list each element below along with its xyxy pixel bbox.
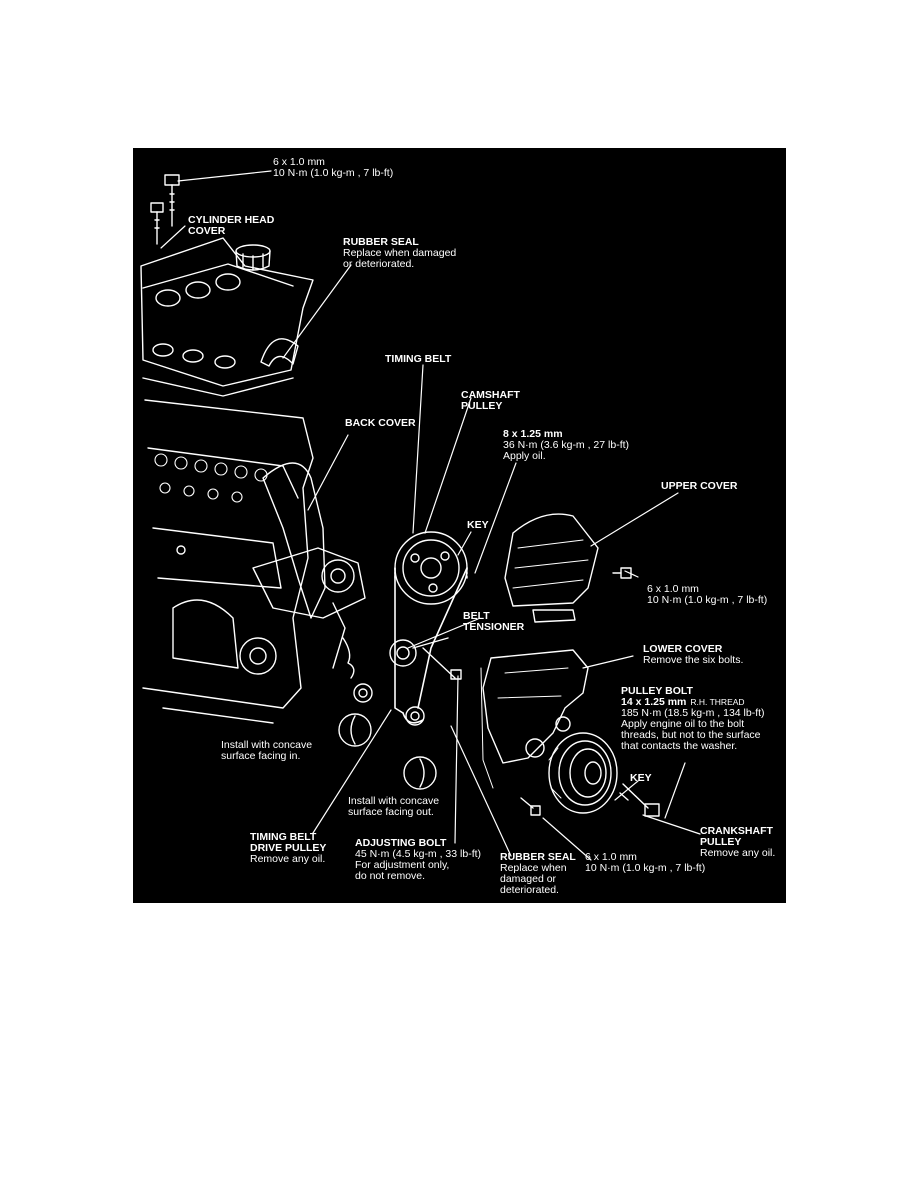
rubber-seal-top-label: RUBBER SEAL Replace when damaged or dete… bbox=[343, 236, 457, 270]
head-bolt-size: 6 x 1.0 mm bbox=[273, 156, 325, 168]
timing-belt bbox=[394, 567, 468, 724]
key-upper-label: KEY bbox=[467, 519, 489, 531]
crankshaft-pulley-label: CRANKSHAFT PULLEY Remove any oil. bbox=[700, 825, 776, 859]
pulley-bolt bbox=[619, 783, 660, 817]
washers bbox=[353, 683, 425, 726]
install-facing-in-note: Install with concave surface facing in. bbox=[221, 739, 313, 762]
key-lower-label: KEY bbox=[630, 772, 652, 784]
timing-belt-drive-pulley-label: TIMING BELT DRIVE PULLEY Remove any oil. bbox=[250, 831, 327, 865]
adjusting-bolt bbox=[422, 647, 462, 680]
adjusting-bolt-spec: ADJUSTING BOLT 45 N·m (4.5 kg-m , 33 lb-… bbox=[355, 837, 482, 882]
head-bolt-torque: 10 N·m (1.0 kg-m , 7 lb-ft) bbox=[273, 167, 394, 179]
camshaft-pulley-label: CAMSHAFT PULLEY bbox=[461, 389, 520, 412]
head-bolt-spec: 6 x 1.0 mm 10 N·m (1.0 kg-m , 7 lb-ft) bbox=[273, 157, 393, 179]
engine-illustration bbox=[140, 170, 701, 861]
belt-tensioner-label: BELT TENSIONER bbox=[463, 610, 525, 633]
back-cover-label: BACK COVER bbox=[345, 417, 416, 429]
head-cover-bolts bbox=[150, 174, 180, 245]
rubber-seal-bottom-label: RUBBER SEAL Replace when damaged or dete… bbox=[500, 851, 576, 896]
lower-cover-bolt bbox=[520, 797, 541, 816]
belt-tensioner bbox=[342, 637, 449, 679]
upper-cover-bolt-spec: 6 x 1.0 mm 10 N·m (1.0 kg-m , 7 lb-ft) bbox=[647, 583, 768, 606]
cam-bolt-spec: 8 x 1.25 mm 36 N·m (3.6 kg-m , 27 lb-ft)… bbox=[503, 428, 630, 462]
timing-belt-exploded-diagram: 6 x 1.0 mm 10 N·m (1.0 kg-m , 7 lb-ft) C… bbox=[133, 148, 786, 903]
crankshaft-pulley bbox=[548, 732, 618, 814]
lower-cover-label: LOWER COVER Remove the six bolts. bbox=[643, 643, 744, 666]
leader-lines bbox=[160, 170, 701, 861]
install-facing-out-note: Install with concave surface facing out. bbox=[348, 795, 440, 818]
engine-block bbox=[142, 399, 314, 724]
lower-cover bbox=[480, 649, 589, 789]
oil-filler-cap bbox=[235, 244, 271, 271]
timing-belt-label: TIMING BELT bbox=[385, 353, 452, 365]
lower-cover-bolt-spec: 6 x 1.0 mm 10 N·m (1.0 kg-m , 7 lb-ft) bbox=[585, 851, 706, 874]
upper-cover bbox=[504, 513, 632, 623]
cylinder-head-cover bbox=[140, 237, 314, 397]
cylinder-head-cover-label: CYLINDER HEAD COVER bbox=[188, 214, 275, 237]
concave-detail-circles bbox=[338, 713, 437, 790]
upper-cover-label: UPPER COVER bbox=[661, 480, 738, 492]
back-cover bbox=[252, 462, 366, 669]
